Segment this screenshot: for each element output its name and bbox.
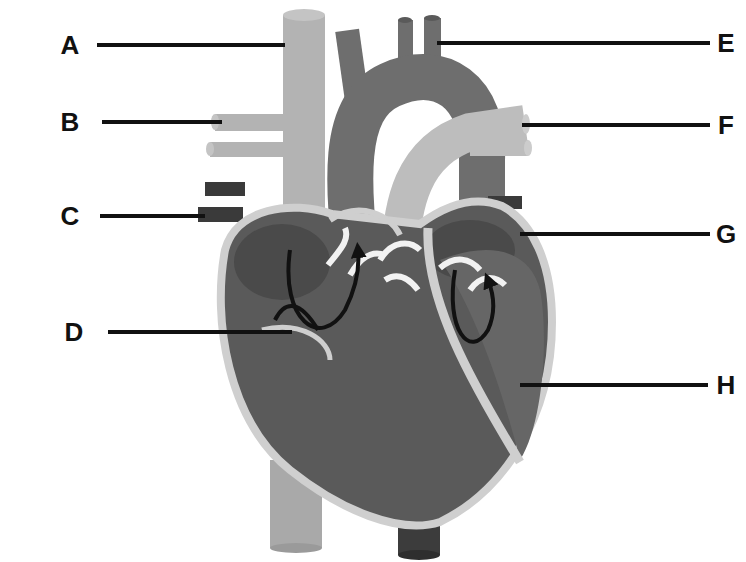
vessel-end — [283, 9, 325, 21]
part-letter: B — [61, 107, 80, 137]
valve — [440, 260, 505, 290]
vessel-end — [398, 17, 412, 23]
part-letter: F — [718, 110, 734, 140]
leader-line — [520, 232, 710, 236]
part-letter: E — [717, 28, 734, 58]
leader-line — [520, 383, 708, 387]
part-letter: H — [717, 370, 736, 400]
part-letter: A — [61, 30, 80, 60]
vessel-end — [270, 543, 322, 553]
heart-wall — [221, 201, 552, 525]
septum — [330, 211, 400, 235]
flow-arrow — [453, 270, 494, 342]
pulmonary-artery-branch — [215, 114, 310, 131]
flow-arrow — [288, 250, 358, 328]
pulmonary-artery-branch — [210, 142, 300, 157]
vessel-end — [424, 15, 440, 21]
leader-line — [100, 214, 205, 218]
part-letter: C — [61, 201, 80, 231]
leader-line — [102, 120, 222, 124]
valve — [380, 243, 420, 290]
vessel-end — [398, 550, 440, 560]
vessel-end — [524, 140, 532, 156]
flow-arrow — [275, 306, 318, 330]
leader-line — [522, 123, 710, 127]
septum — [428, 228, 520, 462]
part-letter: D — [65, 317, 84, 347]
leader-line — [97, 43, 285, 47]
part-letter: G — [716, 219, 736, 249]
vessel-end — [206, 142, 214, 156]
leader-lines — [97, 43, 710, 385]
leader-line — [437, 41, 710, 45]
right-atrium — [234, 224, 330, 300]
pulmonary-artery-branch — [470, 140, 528, 156]
pulmonary-vein — [205, 182, 245, 196]
leader-line — [108, 330, 292, 334]
